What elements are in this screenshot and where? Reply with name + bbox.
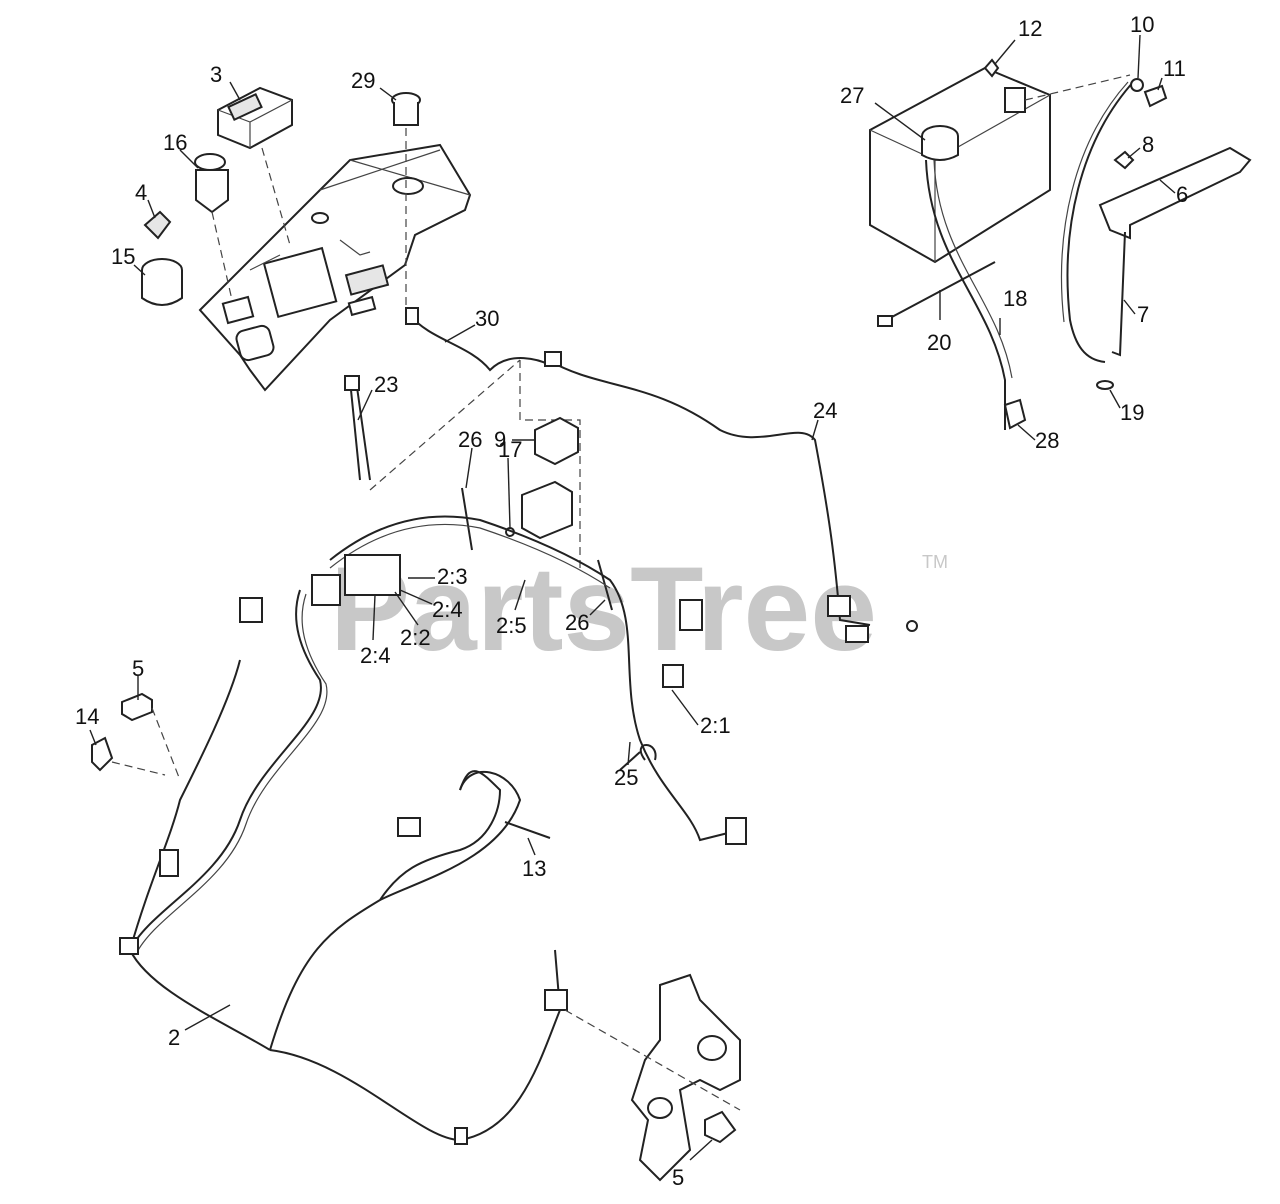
callout-2-3: 2:3 <box>437 564 468 589</box>
callout-2-1: 2:1 <box>700 713 731 738</box>
callout-2-4-left: 2:4 <box>360 643 391 668</box>
callout-5-lower: 5 <box>672 1165 684 1190</box>
part-10-battery-cable <box>1060 78 1144 363</box>
callout-30: 30 <box>475 306 499 331</box>
part-2-main-wiring-harness <box>119 515 747 1145</box>
part-8-nut <box>1113 150 1135 170</box>
callout-4: 4 <box>135 180 147 205</box>
part-5-brake-switch-lower <box>704 1110 737 1144</box>
callout-25: 25 <box>614 765 638 790</box>
part-30-harness-lead <box>405 307 551 372</box>
callout-6: 6 <box>1176 182 1188 207</box>
callout-14: 14 <box>75 704 99 729</box>
part-7-hold-down-rod <box>1111 231 1126 357</box>
callout-26-lower: 26 <box>565 610 589 635</box>
callout-7: 7 <box>1137 302 1149 327</box>
callout-24: 24 <box>813 398 837 423</box>
callout-20: 20 <box>927 330 951 355</box>
part-5-seat-switch-upper <box>121 692 153 722</box>
callout-26-upper: 26 <box>458 427 482 452</box>
dash-14-to-harness <box>111 761 166 776</box>
part-26-cable-tie-a <box>461 487 473 551</box>
callout-labels: 3 16 4 15 29 30 23 9 26 17 2:3 2:4 2:2 2… <box>75 12 1188 1190</box>
control-panel-console <box>198 143 472 392</box>
callout-23: 23 <box>374 372 398 397</box>
relay-socket <box>521 480 573 540</box>
callout-18: 18 <box>1003 286 1027 311</box>
part-12-bolt <box>983 58 1000 78</box>
callout-2-5: 2:5 <box>496 613 527 638</box>
part-20-tie-head <box>877 315 893 327</box>
callout-2-2: 2:2 <box>400 625 431 650</box>
dash-16-to-panel <box>211 211 233 301</box>
dash-5-to-harness <box>151 707 181 781</box>
callout-27: 27 <box>840 83 864 108</box>
watermark-text: PartsTree <box>330 542 877 676</box>
part-14-reverse-switch <box>91 736 114 772</box>
part-15-ignition-switch <box>141 258 183 306</box>
callout-29: 29 <box>351 68 375 93</box>
dash-10-to-battery <box>1024 74 1131 101</box>
dash-3-to-panel <box>261 147 291 246</box>
part-23-jumper-wire <box>344 375 371 481</box>
part-20-cable-tie <box>889 261 996 319</box>
part-16-pto-switch <box>194 153 229 214</box>
callout-15: 15 <box>111 244 135 269</box>
callout-leader-lines <box>89 34 1176 1161</box>
brake-pedal-bracket <box>630 973 741 1182</box>
dash-23-to-harness <box>369 359 521 491</box>
callout-2: 2 <box>168 1025 180 1050</box>
callout-5-upper: 5 <box>132 656 144 681</box>
part-28-terminal-boot <box>1003 398 1027 430</box>
callout-10: 10 <box>1130 12 1154 37</box>
part-4-ignition-key <box>143 210 172 240</box>
dash-harness-to-panel <box>519 360 581 570</box>
callout-3: 3 <box>210 62 222 87</box>
callout-12: 12 <box>1018 16 1042 41</box>
watermark-trademark: TM <box>922 552 948 572</box>
part-29-power-outlet <box>391 92 421 126</box>
part-18-positive-cable <box>925 159 1006 430</box>
callout-13: 13 <box>522 856 546 881</box>
part-19-washer <box>1096 380 1114 390</box>
callout-28: 28 <box>1035 428 1059 453</box>
part-9-relay <box>534 416 579 466</box>
part-24-harness-branch <box>544 351 918 643</box>
callout-8: 8 <box>1142 132 1154 157</box>
callout-11: 11 <box>1163 56 1186 81</box>
callout-19: 19 <box>1120 400 1144 425</box>
callout-16: 16 <box>163 130 187 155</box>
part-25-clip <box>619 744 657 771</box>
battery-terminal <box>1004 87 1026 113</box>
part-11-bolt <box>1143 84 1168 108</box>
callout-9: 9 <box>494 427 506 452</box>
dash-brake-switch <box>564 1009 741 1111</box>
part-13-cable-tie <box>504 821 551 839</box>
callout-2-4-right: 2:4 <box>432 597 463 622</box>
partstree-watermark: PartsTree TM <box>330 542 948 676</box>
part-3-display-module <box>217 86 293 150</box>
callout-17: 17 <box>498 437 522 462</box>
